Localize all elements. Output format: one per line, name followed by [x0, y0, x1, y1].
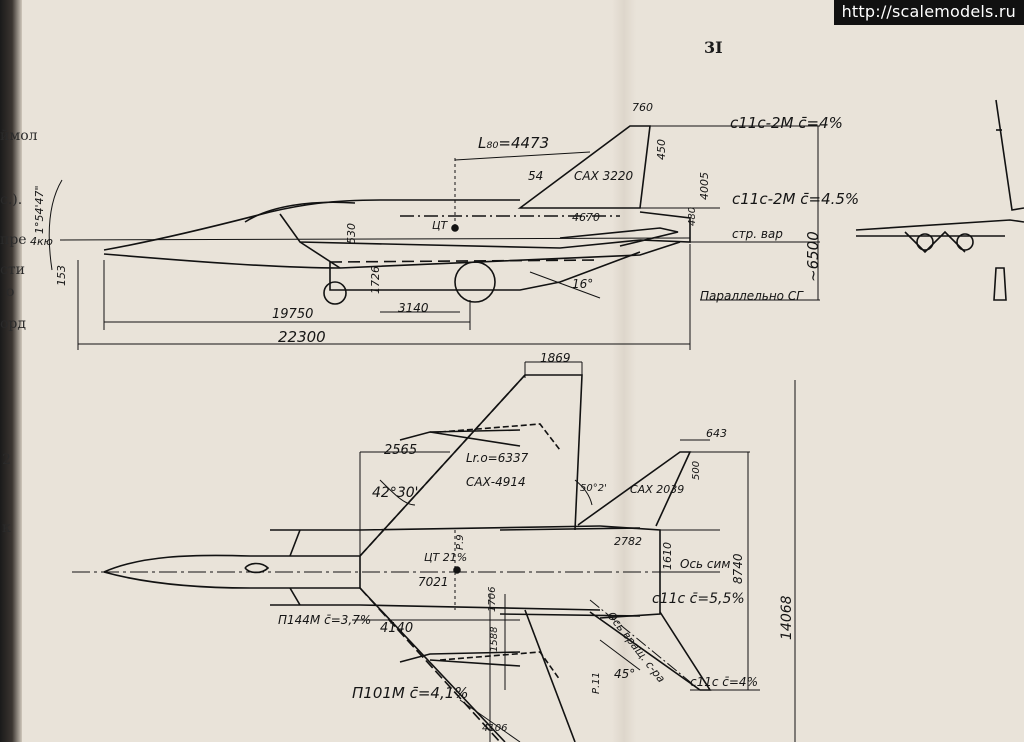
- fin-height-label: 4005: [698, 172, 711, 200]
- sweep-angle-label: 42°30': [372, 485, 419, 501]
- plan-view-outline: [72, 224, 796, 742]
- axis-sym-label: Ось сим: [680, 557, 731, 571]
- parallel-label: Параллельно СГ: [700, 289, 803, 303]
- fin-profile-label: с11с-2М c̄=4%: [730, 114, 843, 132]
- side-angle-54-label: 54: [528, 169, 544, 183]
- left-text-fragment: пре: [0, 232, 27, 248]
- wing-chord-label: стр. вар: [732, 227, 783, 241]
- d1706-label: 1706: [487, 586, 498, 612]
- fin-tip-height-label: 450: [655, 139, 668, 160]
- d643-label: 643: [706, 427, 727, 440]
- d1869-label: 1869: [540, 351, 571, 365]
- plan-ct-label: ЦТ 21%: [424, 551, 468, 564]
- angle-16-label: 16°: [572, 277, 594, 291]
- angle-45-label: 45°: [614, 667, 636, 681]
- watermark-url[interactable]: http://scalemodels.ru: [833, 0, 1024, 25]
- left-text-fragment: 2: [2, 452, 11, 468]
- side-sah-label: САХ 3220: [574, 169, 634, 183]
- p9-label: Р.9: [455, 534, 466, 550]
- height-6500-label: ~6500: [804, 231, 822, 282]
- d1610-label: 1610: [661, 542, 674, 570]
- d1588-label: 1588: [489, 626, 500, 652]
- page-number: 3I: [704, 38, 723, 57]
- len-19750-label: 19750: [272, 307, 314, 322]
- d500-label: 500: [691, 460, 702, 480]
- root-profile-label: с11с-2М c̄=4.5%: [732, 190, 860, 208]
- stab-profile-label: с11с c̄=5,5%: [652, 591, 745, 607]
- side-view-outline: [48, 125, 820, 350]
- d4140-label: 4140: [380, 621, 414, 636]
- wing-root-profile-label: П144М c̄=3,7%: [278, 613, 372, 627]
- sax-2039-label: САХ 2039: [630, 483, 685, 496]
- d7021-label: 7021: [418, 575, 449, 589]
- left-text-fragment: сти: [0, 262, 25, 278]
- span-3140-label: 3140: [398, 301, 429, 315]
- sax-4914-label: САХ-4914: [466, 475, 526, 489]
- stab-tip-label: с11с c̄=4%: [690, 675, 758, 689]
- len-4670-label: 4670: [572, 211, 600, 224]
- binding-spine: [0, 0, 22, 742]
- d4106-label: 4106: [482, 723, 508, 734]
- front-view-partial: [855, 99, 1024, 301]
- wing-tip-profile-label: П101М c̄=4,1%: [352, 684, 469, 702]
- p11-label: Р.11: [591, 672, 602, 694]
- d2782-label: 2782: [614, 535, 642, 548]
- angle-50-label: 50°2': [580, 483, 607, 494]
- page-fold: [612, 0, 636, 742]
- height-1726-label: 1726: [369, 266, 382, 294]
- height-153-label: 153: [55, 265, 68, 286]
- left-text-fragment: орд: [0, 316, 27, 332]
- left-text-fragment: о: [6, 284, 15, 300]
- side-sweep-ref-label: L₈₀=4473: [478, 134, 550, 152]
- d14068-label: 14068: [779, 595, 795, 640]
- left-text-fragment: к: [2, 520, 11, 536]
- left-text-fragment: ймол: [0, 128, 38, 144]
- lro-label: Lr.o=6337: [466, 451, 529, 465]
- root-height-label: 480: [687, 206, 698, 226]
- d2565-label: 2565: [384, 443, 418, 458]
- d8740-label: 8740: [731, 553, 745, 584]
- dim-530-label: 530: [345, 223, 358, 244]
- fin-chord-label: 760: [632, 101, 653, 114]
- side-ct-label: ЦТ: [432, 219, 448, 232]
- len-22300-label: 22300: [278, 328, 326, 346]
- left-edge-label: 4кю: [30, 235, 53, 248]
- cone-angle-label: 1°54'47": [33, 185, 46, 234]
- left-text-fragment: с.).: [0, 192, 23, 208]
